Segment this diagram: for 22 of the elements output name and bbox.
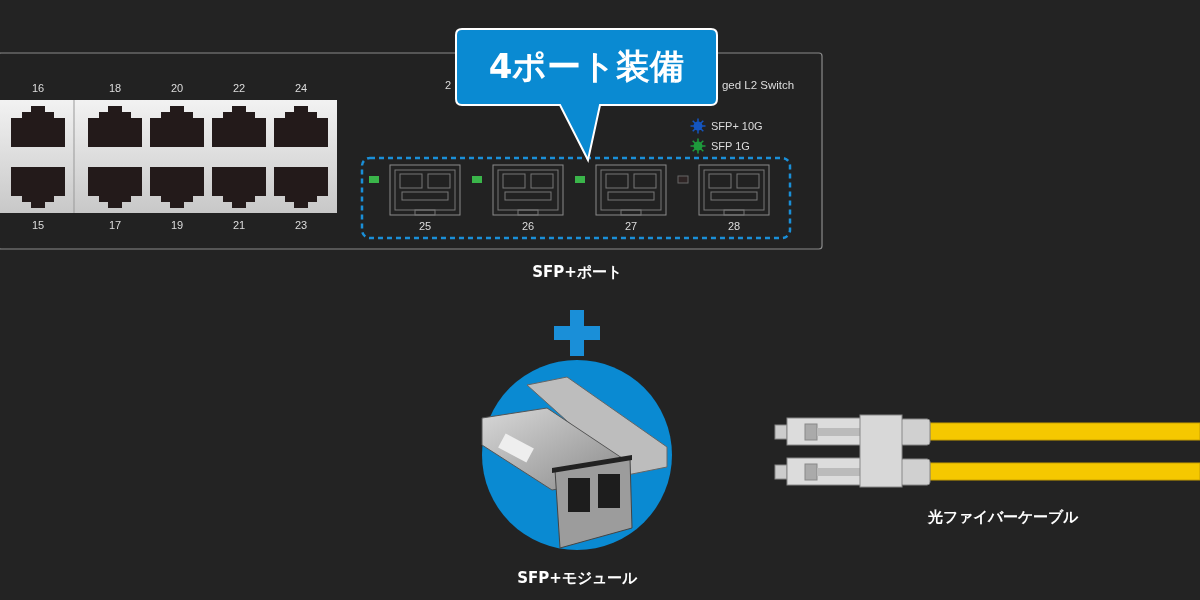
port-number: 16 [31,81,45,95]
port-number: 23 [294,218,308,232]
port-number: 22 [232,81,246,95]
sfp-port-number: 26 [521,219,535,233]
callout-text: 4ポート装備 [488,44,685,88]
panel-text: ged L2 Switch [721,78,795,92]
panel-text: 2 [444,78,452,92]
caption: SFP+ポート [532,263,622,281]
caption: 光ファイバーケーブル [928,508,1078,526]
port-number: 24 [294,81,308,95]
legend-label: SFP 1G [711,140,750,152]
port-number: 21 [232,218,246,232]
sfp-port-number: 28 [727,219,741,233]
legend-label: SFP+ 10G [711,120,763,132]
sfp-port-number: 27 [624,219,638,233]
sfp-port-number: 25 [418,219,432,233]
port-number: 18 [108,81,122,95]
port-number: 17 [108,218,122,232]
port-number: 15 [31,218,45,232]
port-number: 19 [170,218,184,232]
port-number: 20 [170,81,184,95]
caption: SFP+モジュール [517,569,637,587]
